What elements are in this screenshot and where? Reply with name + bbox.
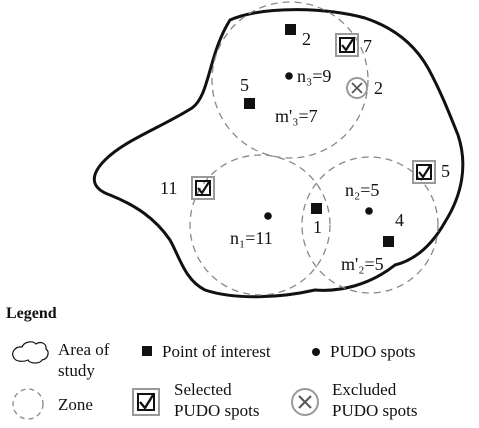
poi-square-icon — [285, 24, 296, 35]
zone-circle-1 — [189, 154, 331, 296]
legend-poi-label: Point of interest — [162, 342, 271, 361]
legend-zone-icon — [12, 388, 44, 420]
pudo-dot-icon — [264, 212, 272, 220]
selected-pudo-icon — [191, 176, 215, 200]
n2-label: n₂=5 — [345, 180, 379, 200]
n3-label: n₃=9 — [297, 66, 331, 86]
excluded-pudo-count-label: 2 — [374, 78, 383, 98]
legend-zone-label: Zone — [58, 395, 93, 414]
selected-pudo-count-label: 5 — [441, 161, 450, 181]
legend-selected-label: Selected — [174, 380, 232, 399]
selected-pudo-count-label: 11 — [160, 178, 177, 198]
pudo-dot-icon — [285, 72, 293, 80]
area-of-study-legend-icon — [12, 341, 49, 364]
legend-excluded-label: Excluded — [332, 380, 397, 399]
legend-pudo-icon — [312, 348, 320, 356]
legend-poi-icon — [142, 346, 152, 356]
selected-pudo-icon — [412, 160, 436, 184]
legend-title: Legend — [6, 305, 57, 322]
poi-count-label: 2 — [302, 29, 311, 49]
legend-pudo-label: PUDO spots — [330, 342, 416, 361]
legend-area-label: study — [58, 361, 95, 380]
n1-label: n₁=11 — [230, 228, 273, 248]
study-area-boundary — [92, 8, 465, 299]
m3-label: m'₃=7 — [275, 106, 318, 126]
m2-label: m'₂=5 — [341, 254, 384, 274]
pudo-dot-icon — [365, 207, 373, 215]
legend-area-label: Area of — [58, 340, 110, 359]
selected-pudo-count-label: 7 — [363, 36, 372, 56]
legend-selected-label: PUDO spots — [174, 401, 260, 420]
selected-pudo-icon — [335, 33, 359, 57]
legend-selected-icon — [132, 388, 160, 416]
poi-square-icon — [311, 203, 322, 214]
zone-circle-2 — [301, 156, 439, 294]
legend-excluded-label: PUDO spots — [332, 401, 418, 420]
poi-count-label: 4 — [395, 210, 404, 230]
excluded-pudo-icon — [346, 77, 368, 99]
poi-count-label: 1 — [313, 217, 322, 237]
legend-excluded-icon — [291, 388, 319, 416]
zone-circle-3 — [211, 1, 369, 159]
poi-square-icon — [383, 236, 394, 247]
poi-square-icon — [244, 98, 255, 109]
poi-count-label: 5 — [240, 75, 249, 95]
